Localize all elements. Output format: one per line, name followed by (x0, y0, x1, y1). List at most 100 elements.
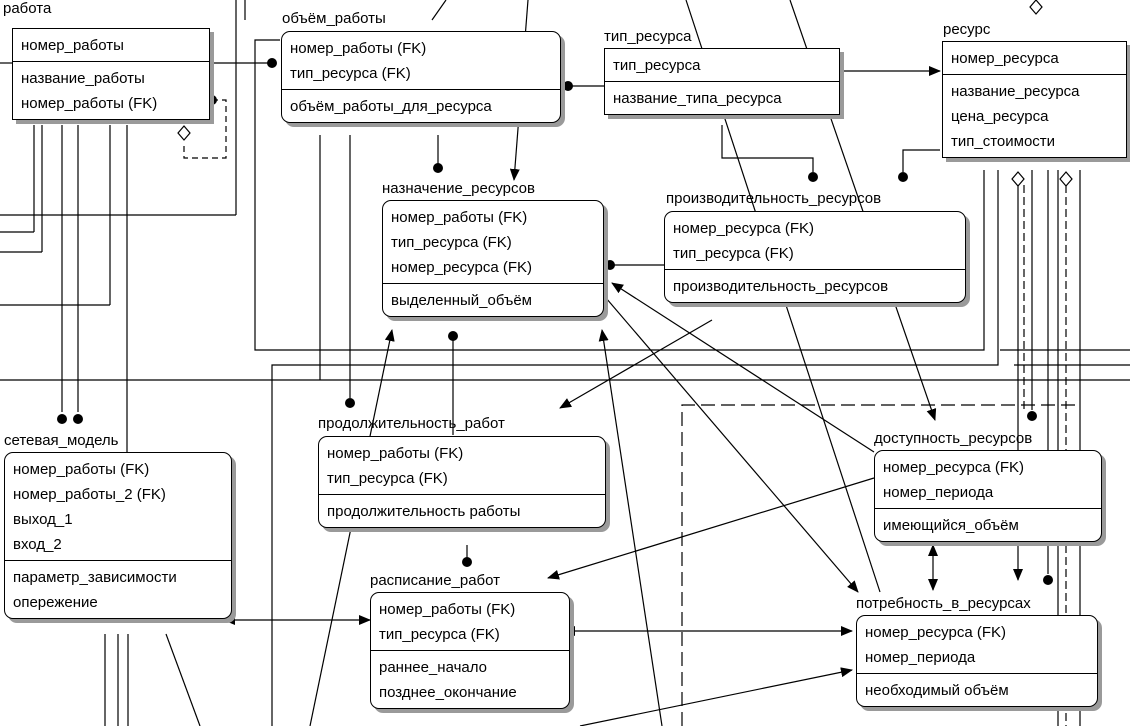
diamond-marker (1059, 171, 1073, 187)
entity-resurs[interactable]: номер_ресурса название_ресурса цена_ресу… (942, 41, 1127, 158)
key-attribute: тип_ресурса (FK) (290, 65, 411, 82)
key-attribute: вход_2 (13, 536, 62, 553)
entity-dostupnost[interactable]: номер_ресурса (FK) номер_периода имеющий… (874, 450, 1102, 542)
relationship-dot (898, 172, 908, 182)
entity-title-naznachenie: назначение_ресурсов (382, 180, 535, 197)
entity-attributes: объём_работы_для_ресурса (282, 90, 560, 122)
relationship-line (547, 477, 875, 580)
relationship-line (605, 297, 859, 593)
key-attribute: номер_работы (FK) (13, 461, 150, 478)
key-attribute: номер_работы (FK) (290, 40, 427, 57)
attribute: выделенный_объём (391, 292, 532, 309)
relationship-dot (605, 260, 615, 270)
entity-keys: номер_работы (FK) номер_работы_2 (FK) вы… (5, 453, 231, 561)
relationship-line (902, 149, 940, 172)
key-attribute: номер_работы (FK) (391, 209, 528, 226)
entity-attributes: название_работы номер_работы (FK) (13, 62, 209, 119)
key-attribute: номер_периода (883, 484, 994, 501)
entity-title-proizvoditelnost: производительность_ресурсов (666, 190, 882, 207)
relationship-line (254, 39, 985, 351)
entity-potrebnost[interactable]: номер_ресурса (FK) номер_периода необход… (856, 615, 1098, 707)
relationship-dot (433, 163, 443, 173)
relationship-dot (1027, 411, 1037, 421)
entity-attributes: необходимый объём (857, 674, 1097, 706)
entity-tip-resursa[interactable]: тип_ресурса название_типа_ресурса (604, 48, 840, 115)
entity-title-raspisanie: расписание_работ (370, 572, 501, 589)
entity-attributes: продолжительность работы (319, 495, 605, 527)
entity-keys: номер_работы (FK) тип_ресурса (FK) (282, 32, 560, 90)
entity-title-dostupnost: доступность_ресурсов (874, 430, 1033, 447)
dashed-relationship-box (681, 404, 1076, 726)
attribute: производительность_ресурсов (673, 278, 889, 295)
relationship-line (165, 633, 201, 726)
key-attribute: номер_работы (FK) (327, 445, 464, 462)
entity-title-tip-resursa: тип_ресурса (604, 28, 692, 45)
key-attribute: тип_ресурса (FK) (379, 626, 500, 643)
attribute: цена_ресурса (951, 108, 1049, 125)
entity-proizvoditelnost[interactable]: номер_ресурса (FK) тип_ресурса (FK) прои… (664, 211, 966, 303)
key-attribute: тип_ресурса (FK) (327, 470, 448, 487)
entity-keys: номер_ресурса (FK) тип_ресурса (FK) (665, 212, 965, 270)
entity-setevaya[interactable]: номер_работы (FK) номер_работы_2 (FK) вы… (4, 452, 232, 619)
entity-attributes: параметр_зависимости опережение (5, 561, 231, 618)
key-attribute: номер_работы (FK) (379, 601, 516, 618)
entity-attributes: производительность_ресурсов (665, 270, 965, 302)
attribute: название_ресурса (951, 83, 1080, 100)
relationship-line (721, 125, 814, 172)
attribute: тип_стоимости (951, 133, 1056, 150)
entity-attributes: раннее_начало позднее_окончание (371, 651, 569, 708)
attribute: необходимый объём (865, 682, 1009, 699)
entity-attributes: выделенный_объём (383, 284, 603, 316)
attribute: параметр_зависимости (13, 569, 177, 586)
entity-keys: номер_ресурса (FK) номер_периода (857, 616, 1097, 674)
entity-keys: номер_ресурса (943, 42, 1126, 75)
entity-rabota[interactable]: номер_работы название_работы номер_работ… (12, 28, 210, 120)
entity-title-obem-raboty: объём_работы (282, 10, 386, 27)
entity-obem-raboty[interactable]: номер_работы (FK) тип_ресурса (FK) объём… (281, 31, 561, 123)
recursive-relationship-line (183, 99, 227, 159)
entity-attributes: название_типа_ресурса (605, 82, 839, 114)
relationship-dot (462, 557, 472, 567)
entity-title-rabota: работа (3, 0, 52, 17)
relationship-dot (1043, 575, 1053, 585)
entity-keys: номер_ресурса (FK) номер_периода (875, 451, 1101, 509)
relationship-dot (448, 331, 458, 341)
key-attribute: номер_периода (865, 649, 976, 666)
key-attribute: номер_работы_2 (FK) (13, 486, 166, 503)
entity-keys: номер_работы (FK) тип_ресурса (FK) (319, 437, 605, 495)
relationship-dot (73, 414, 83, 424)
entity-attributes: название_ресурса цена_ресурса тип_стоимо… (943, 75, 1126, 157)
key-attribute: тип_ресурса (613, 57, 701, 74)
key-attribute: номер_ресурса (FK) (391, 259, 532, 276)
relationship-line (611, 282, 875, 453)
entity-keys: номер_работы (FK) тип_ресурса (FK) (371, 593, 569, 651)
entity-attributes: имеющийся_объём (875, 509, 1101, 541)
attribute: номер_работы (FK) (21, 95, 158, 112)
entity-title-resurs: ресурс (943, 21, 991, 38)
relationship-line (309, 329, 395, 726)
entity-raspisanie[interactable]: номер_работы (FK) тип_ресурса (FK) ранне… (370, 592, 570, 709)
attribute: имеющийся_объём (883, 517, 1019, 534)
attribute: позднее_окончание (379, 684, 517, 701)
key-attribute: выход_1 (13, 511, 73, 528)
key-attribute: тип_ресурса (FK) (673, 245, 794, 262)
diamond-marker (1029, 0, 1043, 15)
attribute: название_работы (21, 70, 145, 87)
attribute: опережение (13, 594, 98, 611)
relationship-dot (345, 398, 355, 408)
relationship-dot (808, 172, 818, 182)
key-attribute: тип_ресурса (FK) (391, 234, 512, 251)
attribute: название_типа_ресурса (613, 90, 782, 107)
attribute: объём_работы_для_ресурса (290, 98, 492, 115)
attribute: продолжительность работы (327, 503, 521, 520)
entity-keys: номер_работы (FK) тип_ресурса (FK) номер… (383, 201, 603, 284)
diamond-marker (177, 125, 191, 141)
key-attribute: номер_ресурса (FK) (865, 624, 1006, 641)
entity-title-potrebnost: потребность_в_ресурсах (856, 595, 1031, 612)
key-attribute: номер_ресурса (FK) (883, 459, 1024, 476)
relationship-line (431, 0, 447, 21)
key-attribute: номер_ресурса (FK) (673, 220, 814, 237)
entity-keys: тип_ресурса (605, 49, 839, 82)
entity-prodolzhitelnost[interactable]: номер_работы (FK) тип_ресурса (FK) продо… (318, 436, 606, 528)
entity-naznachenie[interactable]: номер_работы (FK) тип_ресурса (FK) номер… (382, 200, 604, 317)
